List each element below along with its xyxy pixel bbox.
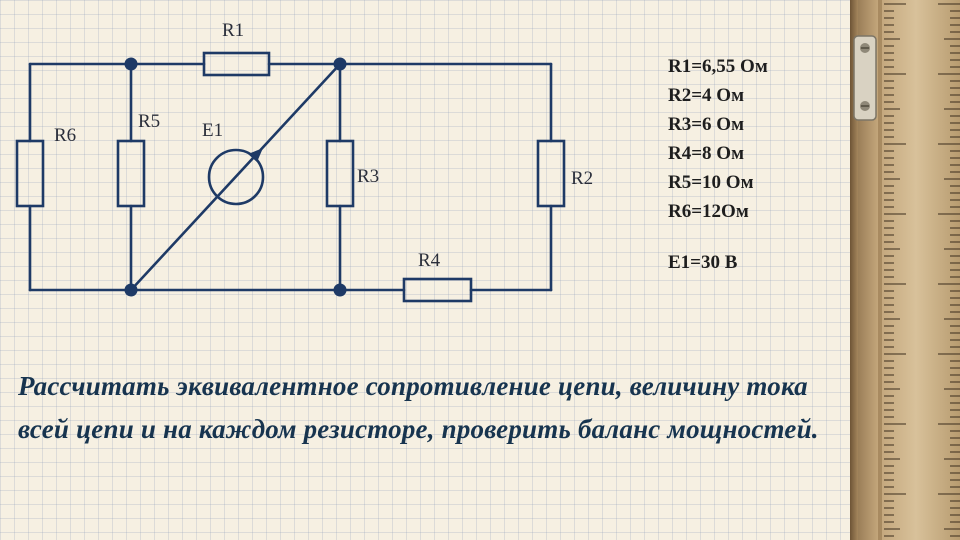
value-r2: R2=4 Ом (668, 85, 745, 106)
emf-arrow-icon (248, 148, 263, 162)
label-r5: R5 (138, 111, 160, 132)
node-bottom-left (124, 283, 138, 297)
resistor-r6 (15, 139, 45, 208)
node-bottom-middle (333, 283, 347, 297)
resistor-r2 (536, 139, 566, 208)
label-r1: R1 (222, 20, 244, 41)
label-r4: R4 (418, 250, 441, 271)
ruler-groove (878, 0, 882, 540)
circuit-diagram: R1 R6 R5 E1 R3 R2 R4 (15, 20, 593, 303)
value-r5: R5=10 Ом (668, 172, 754, 193)
resistor-r5 (116, 139, 146, 208)
node-top-left (124, 57, 138, 71)
value-r4: R4=8 Ом (668, 143, 745, 164)
label-e1: E1 (202, 120, 223, 141)
resistor-r3 (325, 139, 355, 208)
node-top-middle (333, 57, 347, 71)
ruler-ticks (884, 3, 960, 537)
task-text: Рассчитать эквивалентное сопротивление ц… (18, 371, 819, 444)
label-r6: R6 (54, 125, 76, 146)
ruler-image (850, 0, 960, 540)
value-r3: R3=6 Ом (668, 114, 745, 135)
label-r2: R2 (571, 168, 593, 189)
label-r3: R3 (357, 166, 379, 187)
resistor-r1 (202, 51, 271, 77)
component-values: R1=6,55 Ом R2=4 Ом R3=6 Ом R4=8 Ом R5=10… (668, 52, 838, 277)
ruler-hinge (853, 35, 877, 121)
value-r1: R1=6,55 Ом (668, 56, 768, 77)
resistor-r4 (402, 277, 473, 303)
ruler-edge (850, 0, 858, 540)
value-spacer (668, 226, 838, 248)
wire-diagonal (129, 62, 342, 292)
value-r6: R6=12Ом (668, 201, 749, 222)
value-e1: E1=30 В (668, 252, 738, 273)
emf-source-e1 (207, 148, 265, 206)
